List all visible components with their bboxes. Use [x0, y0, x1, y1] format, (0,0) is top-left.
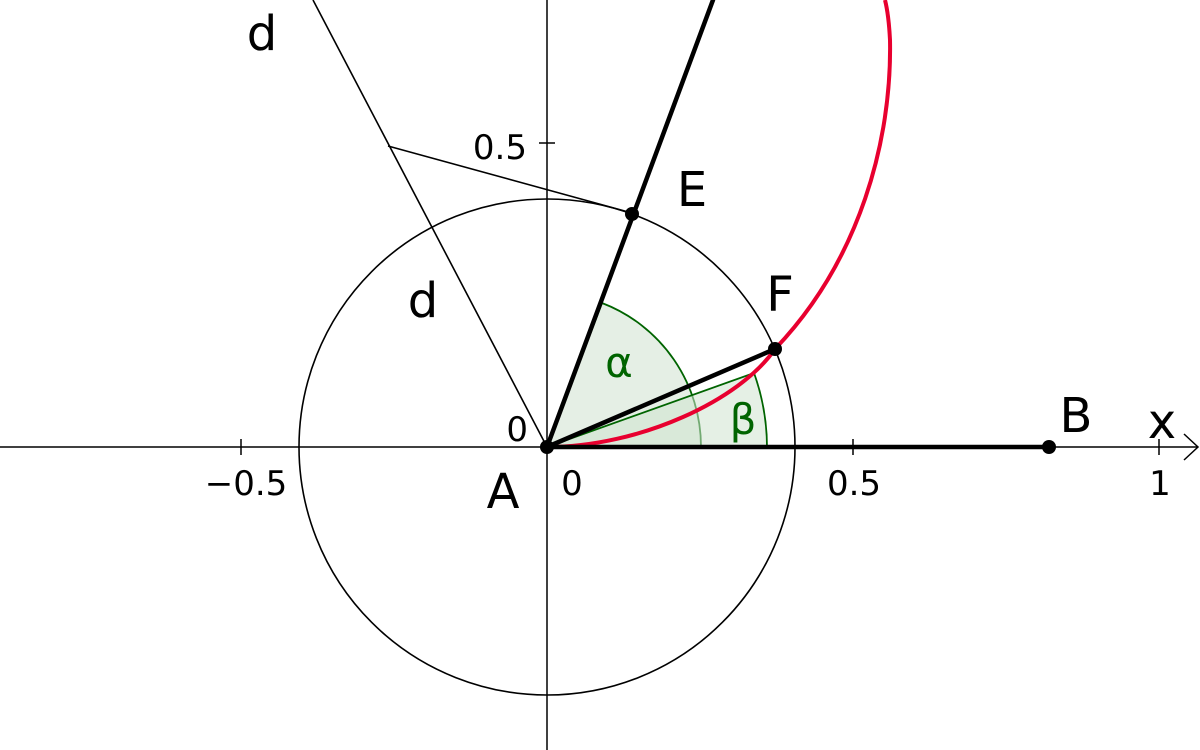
line-d-label-top: d	[247, 6, 277, 62]
point-b-marker	[1042, 440, 1056, 454]
x-tick-label-neg-half: −0.5	[205, 464, 288, 504]
point-e-label: E	[677, 162, 707, 218]
segment-af	[544, 346, 778, 450]
angle-beta-label: β	[730, 395, 757, 444]
ray-ae	[544, 0, 716, 450]
x-axis-arrow	[1183, 433, 1200, 461]
line-d-label-mid: d	[408, 273, 438, 329]
line-d	[312, 0, 548, 448]
point-f-label: F	[766, 267, 794, 323]
angle-alpha-label: α	[605, 338, 633, 387]
segment-d-to-e	[387, 145, 633, 214]
origin-y-tick-label: 0	[506, 410, 528, 450]
y-tick-label-half: 0.5	[473, 128, 527, 168]
origin-x-tick-label: 0	[561, 464, 583, 504]
x-tick-label-one: 1	[1149, 464, 1171, 504]
point-b-label: B	[1060, 388, 1093, 444]
point-f-marker	[768, 342, 782, 356]
point-a-label: A	[487, 464, 520, 520]
x-tick-label-half: 0.5	[827, 464, 881, 504]
point-a-marker	[540, 440, 554, 454]
x-axis-label: x	[1148, 394, 1176, 450]
red-curve	[546, 0, 893, 449]
point-e-marker	[625, 207, 639, 221]
